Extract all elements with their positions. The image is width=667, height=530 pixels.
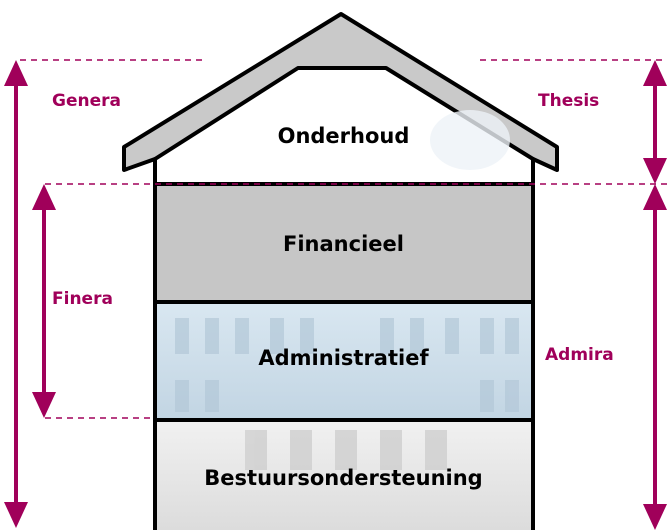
side-label-admira: Admira <box>545 345 614 365</box>
layer-financieel-block <box>155 184 532 302</box>
side-label-finera: Finera <box>52 289 113 309</box>
building-door-pattern <box>245 430 447 470</box>
house-walls <box>153 184 535 530</box>
admira-arrow-icon <box>643 184 667 530</box>
layer-label-bestuursondersteuning: Bestuursondersteuning <box>204 466 483 490</box>
finera-arrow-icon <box>32 184 56 418</box>
building-window-pattern <box>175 318 519 412</box>
layer-label-financieel: Financieel <box>283 232 404 256</box>
side-label-thesis: Thesis <box>538 91 600 111</box>
roof-faint-photo <box>430 110 510 170</box>
layer-label-administratief: Administratief <box>258 346 429 370</box>
thesis-arrow-icon <box>643 60 667 184</box>
genera-arrow-icon <box>4 60 28 528</box>
layer-label-onderhoud: Onderhoud <box>277 124 410 148</box>
side-label-genera: Genera <box>52 91 121 111</box>
